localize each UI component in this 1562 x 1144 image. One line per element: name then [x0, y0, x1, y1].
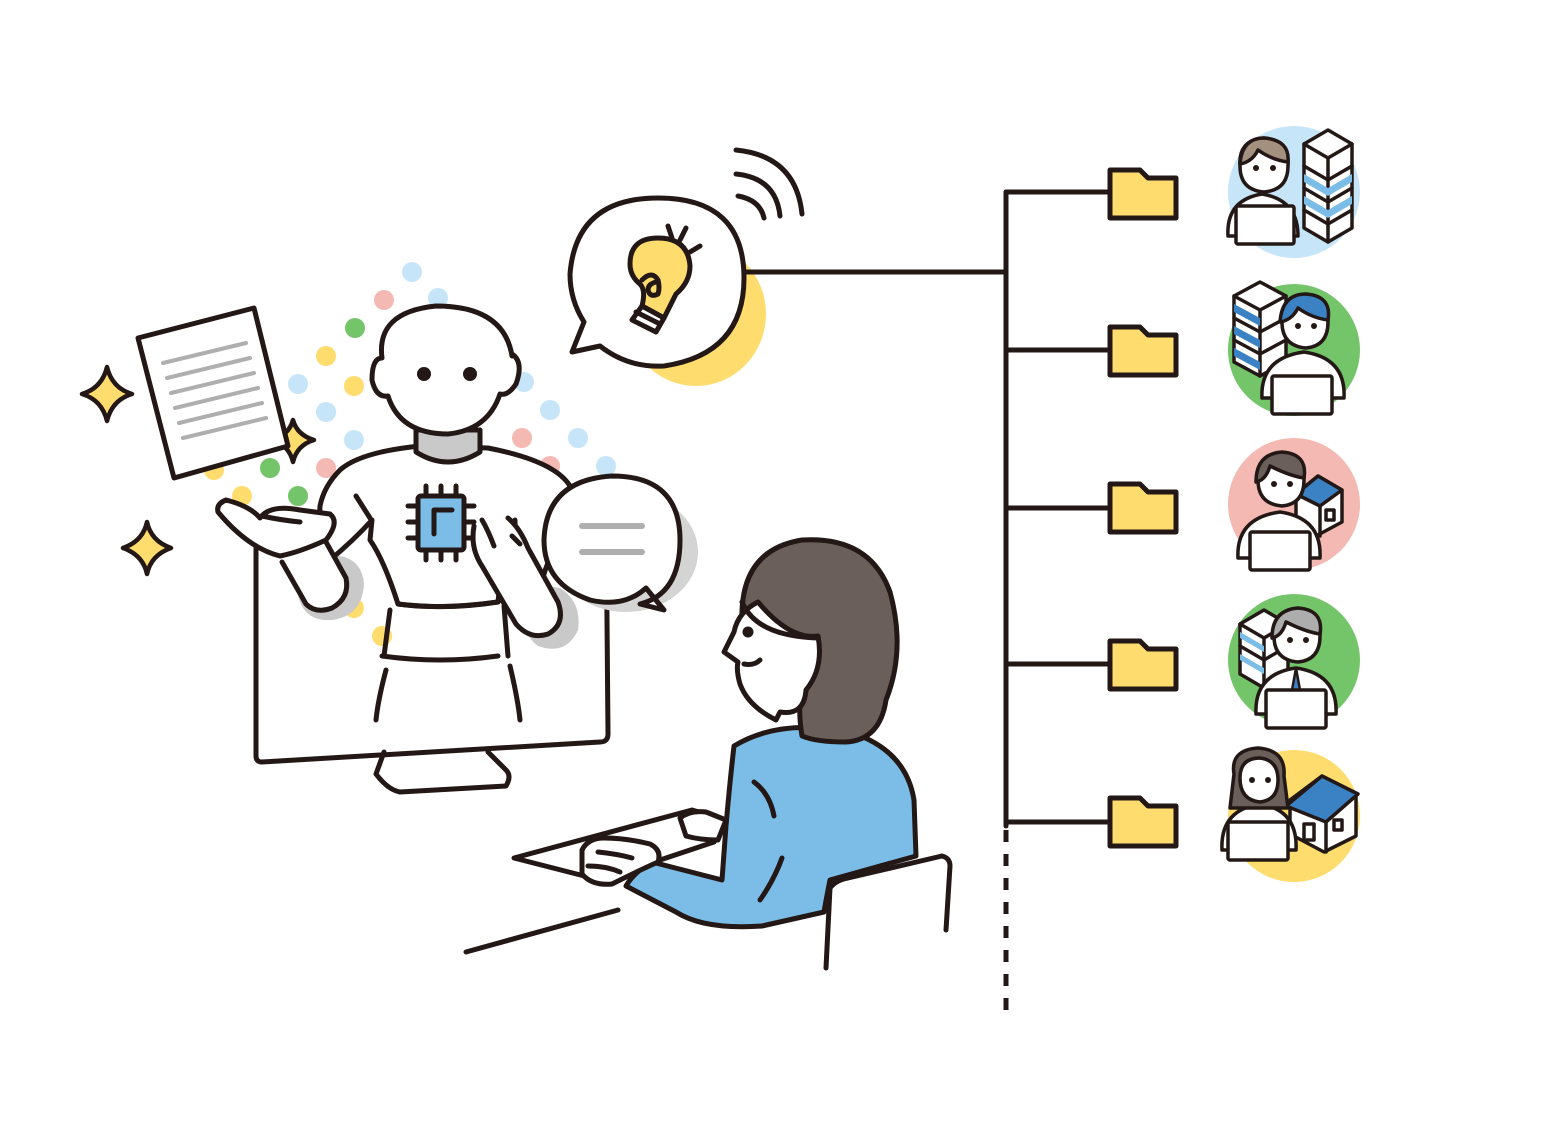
person-with-laptop-icon [1226, 136, 1300, 246]
chip-icon [405, 483, 477, 563]
department-badge [1226, 126, 1360, 258]
sparkle-icon [120, 519, 174, 577]
folder-icon [1107, 795, 1179, 849]
folder-icon [1107, 481, 1179, 535]
speech-bubble-icon [541, 473, 698, 613]
monitor [253, 503, 611, 795]
robot-avatar [215, 303, 579, 723]
sparkle-icon [79, 364, 135, 424]
department-badge [1220, 746, 1360, 882]
person-with-laptop-icon [1254, 606, 1338, 730]
folder-icon [1107, 167, 1179, 221]
house-icon [1284, 774, 1360, 854]
lightbulb-icon [567, 195, 766, 386]
department-badge [1228, 438, 1360, 572]
server-stack-icon [1302, 128, 1354, 244]
department-badge [1228, 280, 1360, 416]
wifi-signal-icon [733, 147, 805, 221]
document-icon [135, 305, 291, 481]
person-at-keyboard [463, 537, 953, 971]
tree-connector [743, 189, 1113, 1010]
person-with-laptop-icon [1220, 746, 1298, 862]
person-with-laptop-icon [1236, 450, 1322, 572]
person-with-laptop-icon [1260, 292, 1346, 416]
department-badge [1228, 594, 1360, 730]
folder-icon [1107, 638, 1179, 692]
folder-icon [1107, 324, 1179, 378]
